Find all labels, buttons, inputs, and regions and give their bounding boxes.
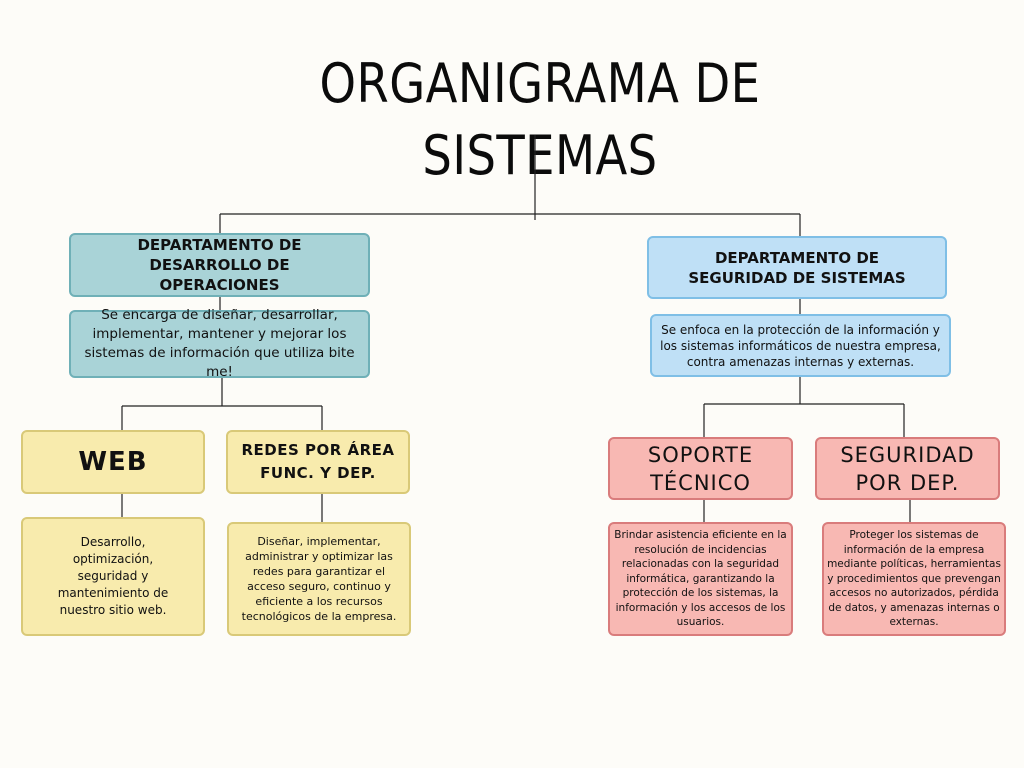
unit-soporte-heading: SOPORTE TÉCNICO [647, 442, 754, 495]
dept-seguridad-box: DEPARTAMENTO DE SEGURIDAD DE SISTEMAS [647, 236, 947, 299]
unit-web-heading: WEB [78, 447, 148, 477]
unit-web-description-box: Desarrollo, optimización, seguridad y ma… [21, 517, 205, 636]
chart-title: ORGANIGRAMA DE SISTEMAS [319, 52, 761, 187]
unit-redes-description: Diseñar, implementar, administrar y opti… [241, 535, 397, 623]
dept-desarrollo-box: DEPARTAMENTO DE DESARROLLO DE OPERACIONE… [69, 233, 370, 297]
unit-web-box: WEB [21, 430, 205, 494]
unit-seguridad-description-box: Proteger los sistemas de información de … [822, 522, 1006, 636]
dept-seguridad-description-box: Se enfoca en la protección de la informa… [650, 314, 951, 377]
unit-redes-description-box: Diseñar, implementar, administrar y opti… [227, 522, 411, 636]
unit-web-description: Desarrollo, optimización, seguridad y ma… [57, 535, 169, 617]
unit-seguridad-box: SEGURIDAD POR DEP. [815, 437, 1000, 500]
unit-soporte-box: SOPORTE TÉCNICO [608, 437, 793, 500]
unit-seguridad-heading: SEGURIDAD POR DEP. [840, 442, 975, 495]
unit-redes-box: REDES POR ÁREA FUNC. Y DEP. [226, 430, 410, 494]
dept-desarrollo-description: Se encarga de diseñar, desarrollar, impl… [84, 307, 355, 380]
unit-redes-heading: REDES POR ÁREA FUNC. Y DEP. [241, 441, 395, 482]
unit-soporte-description: Brindar asistencia eficiente en la resol… [614, 528, 787, 629]
dept-desarrollo-heading: DEPARTAMENTO DE DESARROLLO DE OPERACIONE… [137, 236, 302, 294]
dept-seguridad-description: Se enfoca en la protección de la informa… [660, 322, 941, 369]
dept-seguridad-heading: DEPARTAMENTO DE SEGURIDAD DE SISTEMAS [688, 248, 906, 287]
dept-desarrollo-description-box: Se encarga de diseñar, desarrollar, impl… [69, 307, 370, 380]
unit-soporte-description-box: Brindar asistencia eficiente en la resol… [608, 522, 793, 636]
unit-seguridad-description: Proteger los sistemas de información de … [827, 528, 1001, 629]
